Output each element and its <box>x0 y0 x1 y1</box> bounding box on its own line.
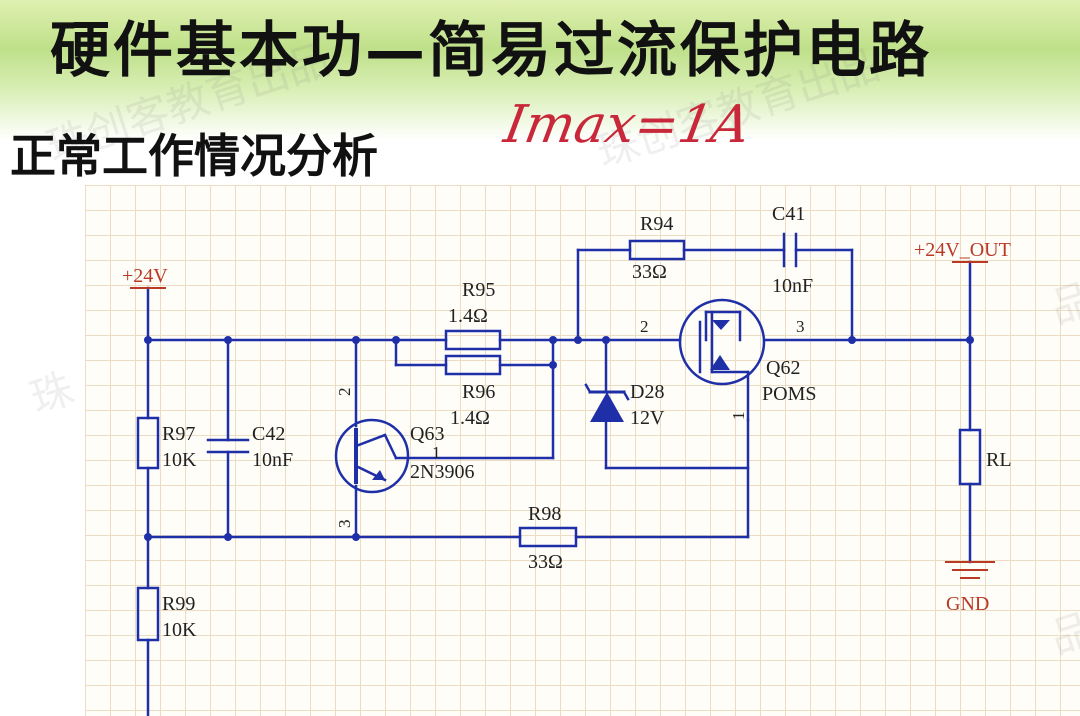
r95-ref: R95 <box>462 279 495 301</box>
q63-transistor-body <box>334 418 410 494</box>
ground-label: GND <box>946 593 989 615</box>
section-subtitle: 正常工作情况分析 <box>10 129 378 183</box>
q63-value: 2N3906 <box>410 461 474 483</box>
r97-ref: R97 <box>162 423 195 445</box>
page-title: 硬件基本功—简易过流保护电路 <box>50 16 932 86</box>
power-in-label: +24V <box>122 265 168 287</box>
q62-pin-label: 1 <box>729 412 748 421</box>
junction-dot <box>549 361 557 369</box>
q63-emitter-arrow <box>372 470 385 480</box>
q63-pin-label: 2 <box>335 388 354 397</box>
r98-value: 33Ω <box>528 551 563 573</box>
c41-value: 10nF <box>772 275 813 297</box>
r96-value: 1.4Ω <box>450 407 490 429</box>
r96-resistor <box>444 354 502 376</box>
junction-dot <box>392 336 400 344</box>
header-banner <box>0 0 1080 140</box>
q63-ref: Q63 <box>410 423 444 445</box>
r98-ref: R98 <box>528 503 561 525</box>
d28-cathode-bend <box>584 383 592 394</box>
junction-dot <box>966 336 974 344</box>
junction-dot <box>848 336 856 344</box>
d28-cathode-bend <box>622 390 630 401</box>
c41-ref: C41 <box>772 203 805 225</box>
r95-resistor <box>444 329 502 351</box>
c42-value: 10nF <box>252 449 293 471</box>
junction-dot <box>144 533 152 541</box>
r99-resistor <box>136 586 160 642</box>
q62-mosfet-body <box>678 298 766 386</box>
r97-value: 10K <box>162 449 197 471</box>
q62-ref: Q62 <box>766 357 800 379</box>
c42-ref: C42 <box>252 423 285 445</box>
q62-value: POMS <box>762 383 816 405</box>
r94-resistor <box>628 239 686 261</box>
r99-value: 10K <box>162 619 197 641</box>
wire <box>383 433 398 460</box>
power-out-label: +24V_OUT <box>914 239 1011 261</box>
r96-ref: R96 <box>462 381 495 403</box>
r94-ref: R94 <box>640 213 673 235</box>
rl-resistor <box>958 428 982 486</box>
q63-pin-label: 1 <box>432 443 441 462</box>
junction-dot <box>352 336 360 344</box>
r98-resistor <box>518 526 578 548</box>
junction-dot <box>574 336 582 344</box>
q63-emitter-leg <box>354 433 387 448</box>
junction-dot <box>352 533 360 541</box>
q62-pin-label: 2 <box>640 317 649 336</box>
d28-ref: D28 <box>630 381 664 403</box>
rl-ref: RL <box>986 449 1012 471</box>
junction-dot <box>549 336 557 344</box>
r97-resistor <box>136 416 160 470</box>
junction-dot <box>144 336 152 344</box>
q62-body-diode-triangle <box>712 320 730 330</box>
q63-pin-label: 3 <box>335 520 354 529</box>
d28-value: 12V <box>630 407 665 429</box>
q62-pin-label: 3 <box>796 317 805 336</box>
schematic-grid <box>85 185 1080 716</box>
r94-value: 33Ω <box>632 261 667 283</box>
d28-zener-triangle <box>590 392 624 422</box>
r95-value: 1.4Ω <box>448 305 488 327</box>
junction-dot <box>602 336 610 344</box>
r99-ref: R99 <box>162 593 195 615</box>
q62-arrow <box>710 355 730 370</box>
junction-dot <box>224 336 232 344</box>
junction-dot <box>224 533 232 541</box>
